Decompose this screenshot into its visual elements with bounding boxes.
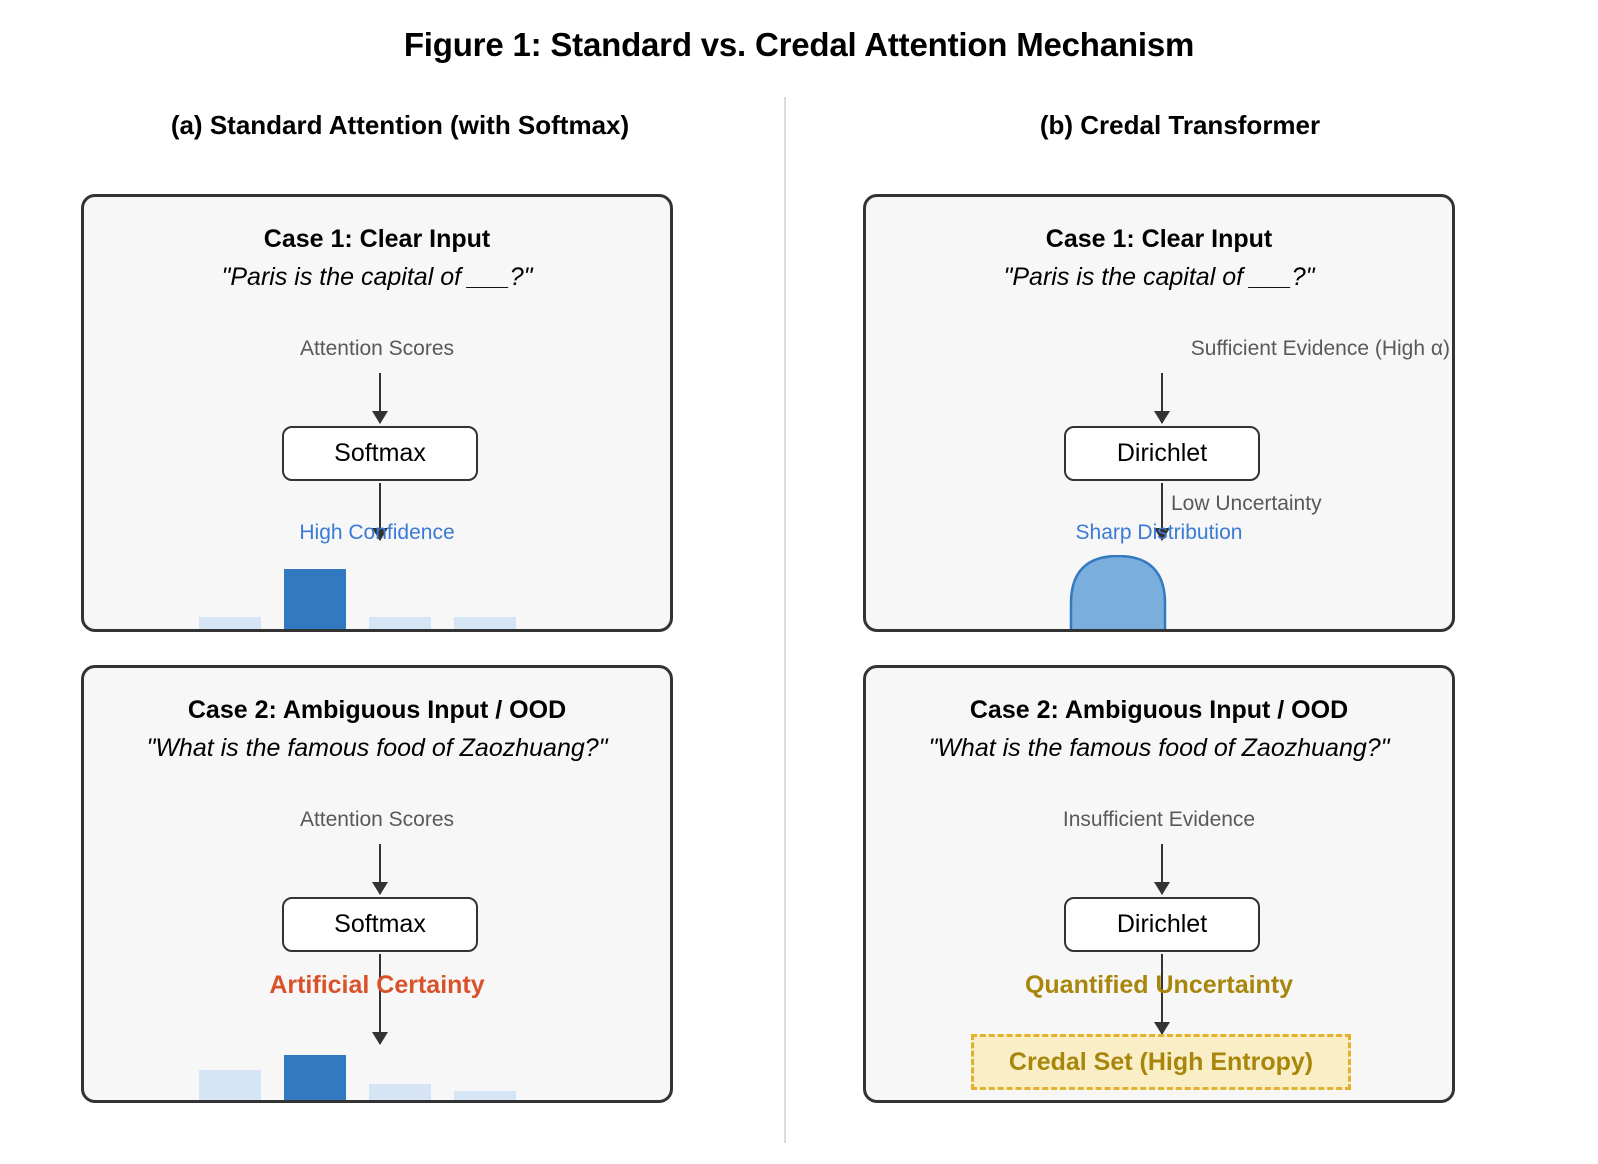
arrow-down-icon [379,844,381,894]
bar-2 [369,1084,431,1100]
process-box-dirichlet[interactable]: Dirichlet [1064,426,1260,481]
attention-bar-chart [199,980,519,1100]
panel-standard-case-1: Case 1: Clear Input "Paris is the capita… [81,194,673,632]
panel-credal-case-1: Case 1: Clear Input "Paris is the capita… [863,194,1455,632]
sharp-distribution-density-curve [1069,555,1167,629]
attention-bar-chart [199,509,519,629]
outcome-label-artificial-certainty: Artificial Certainty [269,971,485,999]
bar-1 [284,1055,346,1100]
panel-standard-case-2: Case 2: Ambiguous Input / OOD "What is t… [81,665,673,1103]
case-title: Case 2: Ambiguous Input / OOD [969,696,1349,724]
bar-2 [369,617,431,629]
arrow-down-icon [1161,954,1163,1034]
process-box-softmax[interactable]: Softmax [282,426,478,481]
case-query: "Paris is the capital of ___?" [1003,263,1315,291]
arrow-down-icon [1161,373,1163,423]
case-query: "What is the famous food of Zaozhuang?" [928,734,1390,762]
outcome-label-sharp-distribution: Sharp Distribution [1075,521,1243,544]
credal-set-badge[interactable]: Credal Set (High Entropy) [971,1034,1351,1090]
flow-label-insufficient-evidence: Insufficient Evidence [1062,808,1256,831]
panel-credal-case-2: Case 2: Ambiguous Input / OOD "What is t… [863,665,1455,1103]
column-heading-credal: (b) Credal Transformer [1039,110,1321,140]
outcome-label-high-confidence: High Confidence [299,521,455,544]
case-title: Case 1: Clear Input [263,225,491,253]
flow-label-attention-scores: Attention Scores [299,337,455,360]
column-divider [784,97,786,1143]
flow-label-sufficient-evidence: Sufficient Evidence (High α) [1190,337,1450,360]
process-box-dirichlet[interactable]: Dirichlet [1064,897,1260,952]
bar-1 [284,569,346,629]
case-query: "What is the famous food of Zaozhuang?" [146,734,608,762]
case-title: Case 1: Clear Input [1045,225,1273,253]
column-heading-standard: (a) Standard Attention (with Softmax) [170,110,630,140]
side-label-low-uncertainty: Low Uncertainty [1171,492,1322,515]
bar-3 [454,617,516,629]
case-query: "Paris is the capital of ___?" [221,263,533,291]
bar-0 [199,1070,261,1100]
process-box-softmax[interactable]: Softmax [282,897,478,952]
arrow-down-icon [379,954,381,1044]
bar-0 [199,617,261,629]
bar-3 [454,1091,516,1100]
arrow-down-icon [379,373,381,423]
flow-label-attention-scores: Attention Scores [299,808,455,831]
outcome-label-quantified-uncertainty: Quantified Uncertainty [1024,971,1294,999]
case-title: Case 2: Ambiguous Input / OOD [187,696,567,724]
arrow-down-icon [379,483,381,540]
arrow-down-icon [1161,483,1163,540]
arrow-down-icon [1161,844,1163,894]
figure-title: Figure 1: Standard vs. Credal Attention … [403,26,1195,63]
